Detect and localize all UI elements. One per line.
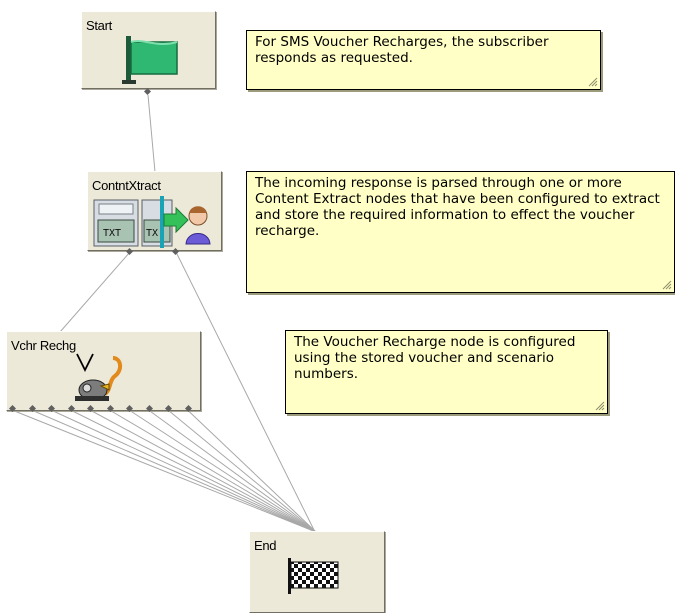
content-extract-icon: TXT TX — [93, 196, 211, 248]
connector-voucher-end-4[interactable] — [70, 409, 317, 533]
voucher-recharge-port-8[interactable] — [145, 405, 153, 412]
start-node-label: Start — [86, 18, 112, 33]
voucher-recharge-port-6[interactable] — [106, 405, 114, 412]
voucher-recharge-node-label: Vchr Rechg — [11, 338, 76, 353]
connector-voucher-end-5[interactable] — [89, 409, 317, 533]
note-voucher-recharge[interactable]: The Voucher Recharge node is configured … — [285, 330, 608, 414]
voucher-recharge-port-1[interactable] — [9, 405, 16, 412]
note-sms-voucher-text: For SMS Voucher Recharges, the subscribe… — [255, 34, 549, 66]
resize-grip-icon[interactable] — [587, 76, 598, 87]
connector-voucher-end-7[interactable] — [128, 409, 317, 533]
connector-voucher-end-2[interactable] — [31, 409, 317, 533]
connector-voucher-end-8[interactable] — [148, 409, 317, 533]
voucher-recharge-port-4[interactable] — [67, 405, 75, 412]
content-extract-node[interactable]: ContntXtract TXT TX — [87, 171, 222, 251]
content-extract-port-1[interactable] — [126, 248, 133, 255]
voucher-recharge-node[interactable]: Vchr Rechg — [6, 331, 201, 411]
content-extract-node-label: ContntXtract — [92, 178, 161, 193]
end-node[interactable]: End — [249, 531, 385, 613]
end-node-label: End — [254, 538, 277, 553]
connector-extract-voucher[interactable] — [59, 251, 131, 333]
connector-extract-end[interactable] — [175, 251, 316, 533]
voucher-recharge-port-3[interactable] — [48, 405, 55, 412]
voucher-recharge-port-10[interactable] — [184, 405, 192, 412]
connector-voucher-end-6[interactable] — [109, 409, 317, 533]
connector-voucher-end-10[interactable] — [187, 409, 317, 533]
voucher-recharge-icon — [75, 353, 122, 401]
voucher-recharge-port-2[interactable] — [28, 405, 36, 412]
voucher-recharge-ports — [9, 405, 201, 413]
svg-text:TX: TX — [146, 228, 158, 239]
green-flag-icon — [122, 36, 178, 84]
resize-grip-icon[interactable] — [594, 400, 605, 411]
voucher-recharge-port-7[interactable] — [126, 405, 133, 412]
connector-voucher-end-3[interactable] — [50, 409, 317, 533]
connector-voucher-end-1[interactable] — [11, 409, 317, 533]
start-node[interactable]: Start — [81, 11, 216, 89]
resize-grip-icon[interactable] — [661, 279, 672, 290]
note-content-extract[interactable]: The incoming response is parsed through … — [246, 171, 675, 293]
note-content-extract-text: The incoming response is parsed through … — [255, 175, 660, 239]
connector-start-extract[interactable] — [147, 94, 156, 173]
start-output-port[interactable] — [144, 88, 151, 95]
connector-voucher-end-9[interactable] — [167, 409, 317, 533]
svg-text:TXT: TXT — [103, 228, 121, 239]
content-extract-port-2[interactable] — [172, 248, 179, 255]
voucher-recharge-port-5[interactable] — [87, 405, 94, 412]
connector-voucher-end-group — [11, 409, 317, 533]
note-sms-voucher[interactable]: For SMS Voucher Recharges, the subscribe… — [246, 30, 601, 90]
voucher-recharge-port-9[interactable] — [165, 405, 172, 412]
checkered-flag-icon — [288, 558, 339, 594]
note-voucher-recharge-text: The Voucher Recharge node is configured … — [294, 334, 576, 382]
